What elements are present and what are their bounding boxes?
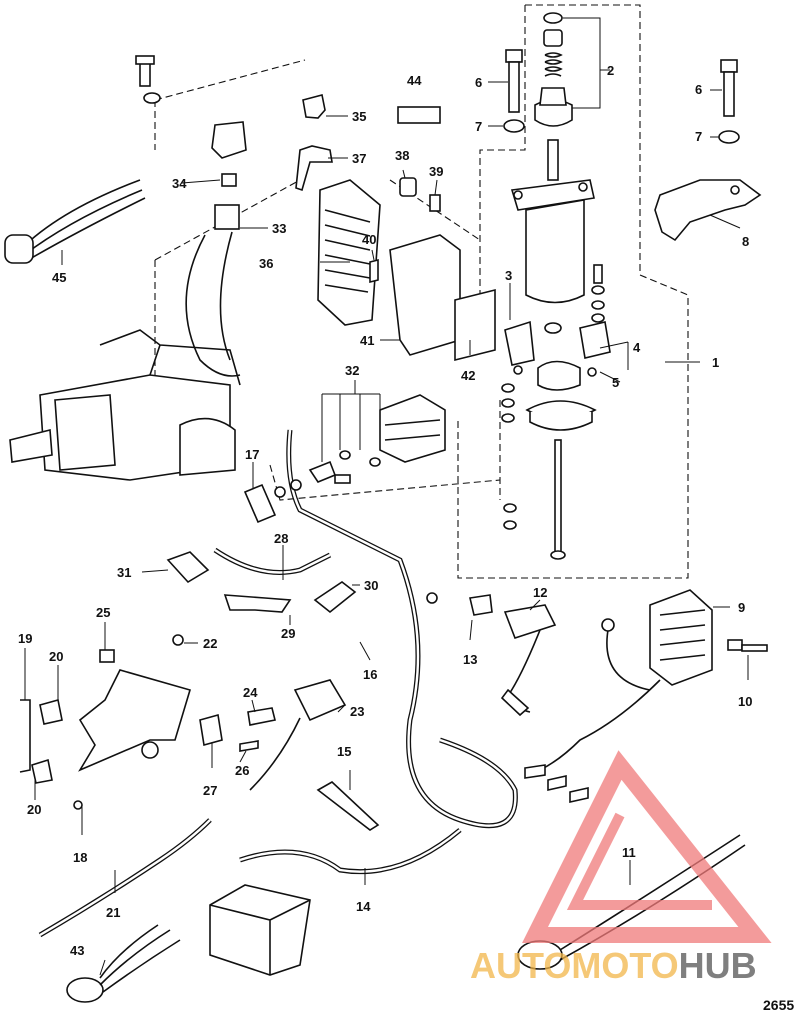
callout-38: 38 — [395, 148, 409, 163]
starter-bolt-right — [718, 59, 740, 144]
callout-3: 3 — [505, 268, 512, 283]
callout-14: 14 — [356, 899, 371, 914]
callout-7b: 7 — [695, 129, 702, 144]
voltage-regulator — [524, 589, 768, 803]
watermark-triangle-logo — [522, 750, 772, 943]
callout-33: 33 — [272, 221, 286, 236]
key-switch — [469, 594, 557, 717]
callout-25: 25 — [96, 605, 110, 620]
callout-7a: 7 — [475, 119, 482, 134]
callout-6a: 6 — [475, 75, 482, 90]
starter-bracket-hole — [730, 185, 740, 195]
starter-solenoid — [308, 394, 446, 484]
callout-29: 29 — [281, 626, 295, 641]
battery-cables — [166, 429, 518, 875]
callout-16: 16 — [363, 667, 377, 682]
callout-4: 4 — [633, 340, 641, 355]
ground-wire — [38, 818, 212, 938]
callout-17: 17 — [245, 447, 259, 462]
callout-43: 43 — [70, 943, 84, 958]
starter-bracket — [654, 179, 762, 242]
rectifier-group — [295, 94, 496, 362]
engine-block — [9, 329, 241, 481]
callout-10: 10 — [738, 694, 752, 709]
callout-18: 18 — [73, 850, 87, 865]
leader-lines — [24, 17, 749, 976]
callout-24: 24 — [243, 685, 258, 700]
throttle-bracket-group — [19, 634, 347, 810]
callout-20a: 20 — [49, 649, 63, 664]
callout-42: 42 — [461, 368, 475, 383]
callout-23: 23 — [350, 704, 364, 719]
starter-motor-assembly — [501, 12, 611, 560]
callout-labels: 1 2 3 4 5 6 6 7 7 8 9 10 11 12 13 14 15 … — [18, 63, 752, 958]
callout-15: 15 — [337, 744, 351, 759]
callout-37: 37 — [352, 151, 366, 166]
callout-26: 26 — [235, 763, 249, 778]
callout-32: 32 — [345, 363, 359, 378]
callout-35: 35 — [352, 109, 366, 124]
callout-45: 45 — [52, 270, 66, 285]
callout-22: 22 — [203, 636, 217, 651]
callout-1: 1 — [712, 355, 719, 370]
callout-6b: 6 — [695, 82, 702, 97]
battery — [209, 884, 311, 976]
callout-11: 11 — [622, 845, 636, 860]
callout-21: 21 — [106, 905, 120, 920]
watermark-text: AUTOMOTOHUB — [470, 945, 757, 986]
watermark: AUTOMOTOHUB — [470, 750, 772, 986]
callout-36: 36 — [259, 256, 273, 271]
cable-tie — [316, 781, 380, 831]
callout-41: 41 — [360, 333, 374, 348]
harness-upper-left — [4, 55, 247, 377]
callout-44: 44 — [407, 73, 422, 88]
figure-number: 2655 — [763, 997, 794, 1013]
callout-8: 8 — [742, 234, 749, 249]
callout-9: 9 — [738, 600, 745, 615]
callout-19: 19 — [18, 631, 32, 646]
callout-12: 12 — [533, 585, 547, 600]
starter-bolt-left — [503, 49, 525, 133]
callout-30: 30 — [364, 578, 378, 593]
callout-20b: 20 — [27, 802, 41, 817]
harness-43 — [66, 924, 181, 1003]
callout-13: 13 — [463, 652, 477, 667]
callout-28: 28 — [274, 531, 288, 546]
callout-34: 34 — [172, 176, 187, 191]
callout-31: 31 — [117, 565, 131, 580]
callout-39: 39 — [429, 164, 443, 179]
callout-40: 40 — [362, 232, 376, 247]
callout-5: 5 — [612, 375, 619, 390]
callout-2: 2 — [607, 63, 614, 78]
callout-27: 27 — [203, 783, 217, 798]
